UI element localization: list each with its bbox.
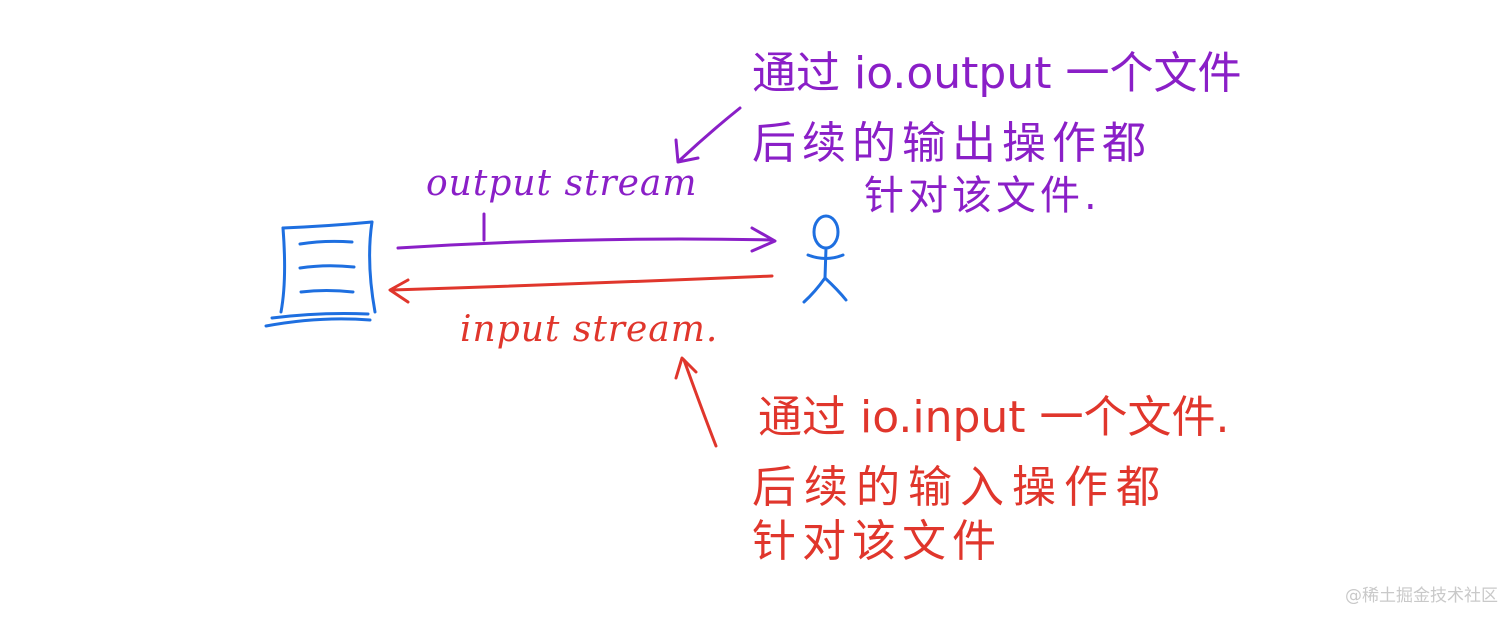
output-note-line-1: 通过 io.output 一个文件 xyxy=(752,48,1242,99)
person-icon xyxy=(802,214,848,304)
input-note-pointer xyxy=(674,356,718,448)
input-stream-arrow xyxy=(388,274,774,304)
file-icon xyxy=(264,220,377,328)
input-note-line-2: 后续的输入操作都 xyxy=(752,462,1168,513)
input-note-line-3: 针对该文件 xyxy=(752,516,1002,567)
output-stream-arrow xyxy=(396,212,777,253)
output-note-pointer xyxy=(674,106,742,164)
output-note-line-2: 后续的输出操作都 xyxy=(752,118,1152,169)
output-stream-label: output stream xyxy=(426,163,698,204)
input-note-line-1: 通过 io.input 一个文件. xyxy=(758,392,1230,443)
input-stream-label: input stream. xyxy=(460,309,719,350)
watermark: @稀土掘金技术社区 xyxy=(1345,586,1498,606)
output-note-line-3: 针对该文件. xyxy=(864,173,1101,219)
